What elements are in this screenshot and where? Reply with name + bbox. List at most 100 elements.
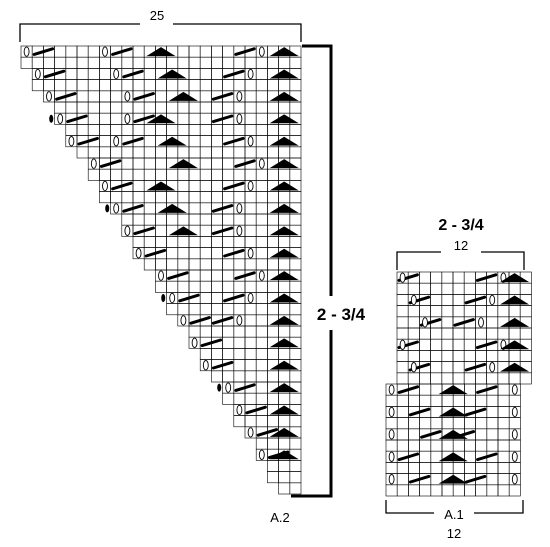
- grid-cell: [155, 101, 167, 114]
- grid-cell: [278, 280, 291, 293]
- grid-cell: [54, 56, 67, 69]
- grid-cell: [267, 213, 279, 226]
- grid-cell: [441, 417, 454, 430]
- grid-cell: [497, 473, 510, 486]
- grid-cell: [222, 392, 235, 405]
- grid-cell: [244, 348, 257, 360]
- k2tog-icon: [43, 69, 66, 79]
- grid-cell: [199, 90, 212, 103]
- grid-cell: [441, 394, 454, 407]
- yarn-over-icon: [247, 180, 254, 192]
- grid-cell: [199, 45, 212, 58]
- grid-cell: [211, 180, 223, 192]
- yarn-over-icon: [113, 136, 120, 147]
- grid-cell: [486, 428, 499, 441]
- double-decrease-triangle-icon: [146, 114, 176, 124]
- grid-cell: [289, 471, 302, 484]
- grid-cell: [99, 101, 111, 114]
- grid-cell: [199, 191, 212, 204]
- yarn-over-icon: [236, 404, 243, 416]
- grid-cell: [233, 359, 246, 372]
- yarn-over-icon: [46, 91, 52, 102]
- k2tog-icon: [211, 92, 234, 101]
- grid-cell: [430, 439, 443, 452]
- grid-cell: [267, 101, 279, 114]
- grid-cell: [233, 348, 246, 360]
- grid-cell: [132, 124, 145, 136]
- grid-cell: [255, 258, 268, 271]
- grid-cell: [155, 56, 167, 69]
- grid-cell: [396, 462, 409, 474]
- grid-cell: [143, 191, 156, 204]
- double-decrease-triangle-icon: [269, 181, 299, 191]
- grid-cell: [497, 372, 510, 385]
- k2tog-icon: [133, 226, 155, 236]
- grid-cell: [143, 79, 156, 92]
- grid-cell: [244, 236, 257, 248]
- double-decrease-triangle-icon: [146, 181, 176, 191]
- grid-cell: [430, 327, 443, 340]
- grid-cell: [199, 224, 212, 237]
- chart-a1: 2 - 3/4 12 A.1 12: [385, 217, 532, 541]
- grid-cell: [255, 191, 268, 204]
- yarn-over-icon: [90, 158, 97, 169]
- grid-cell: [244, 370, 257, 383]
- grid-cell: [464, 462, 476, 474]
- chart-a2-grid: [20, 45, 302, 495]
- grid-cell: [166, 280, 179, 293]
- grid-cell: [199, 79, 212, 92]
- grid-cell: [166, 247, 179, 260]
- double-decrease-triangle-icon: [269, 271, 299, 281]
- grid-cell: [419, 271, 431, 284]
- grid-cell: [143, 168, 156, 181]
- grid-cell: [132, 79, 145, 92]
- grid-cell: [441, 271, 454, 284]
- grid-cell: [244, 213, 257, 226]
- grid-cell: [255, 303, 268, 316]
- grid-cell: [211, 79, 223, 92]
- grid-cell: [463, 305, 476, 318]
- grid-cell: [289, 348, 302, 360]
- grid-cell: [110, 124, 123, 136]
- grid-cell: [244, 191, 257, 204]
- grid-cell: [255, 348, 268, 360]
- grid-cell: [132, 213, 145, 226]
- yarn-over-icon: [102, 46, 108, 57]
- grid-cell: [121, 157, 134, 170]
- grid-cell: [121, 213, 134, 226]
- grid-cell: [233, 415, 246, 428]
- grid-cell: [166, 168, 179, 181]
- chart-a2-stitch-count: 25: [150, 8, 164, 23]
- grid-cell: [519, 350, 532, 362]
- grid-cell: [166, 146, 179, 159]
- grid-cell: [385, 462, 398, 474]
- grid-cell: [87, 90, 100, 103]
- grid-cell: [289, 146, 302, 159]
- grid-cell: [255, 392, 268, 405]
- grid-cell: [188, 236, 201, 248]
- grid-cell: [497, 462, 510, 474]
- grid-cell: [211, 101, 223, 114]
- grid-cell: [289, 437, 302, 450]
- grid-cell: [396, 406, 409, 418]
- k2tog-icon: [464, 295, 487, 305]
- grid-cell: [43, 56, 55, 69]
- grid-cell: [278, 258, 291, 271]
- grid-cell: [177, 191, 190, 204]
- yarn-over-icon: [247, 248, 254, 259]
- grid-cell: [87, 168, 100, 181]
- yarn-over-icon: [169, 292, 176, 304]
- size-label-mask: [306, 296, 376, 330]
- yarn-over-icon: [410, 294, 417, 306]
- double-decrease-triangle-icon: [438, 385, 468, 395]
- grid-cell: [278, 236, 291, 248]
- grid-cell: [278, 415, 291, 428]
- grid-cell: [497, 439, 510, 452]
- grid-cell: [419, 450, 432, 463]
- grid-cell: [289, 258, 302, 271]
- yarn-over-icon: [247, 136, 254, 147]
- k2tog-icon: [476, 385, 498, 394]
- yarn-over-icon: [388, 474, 395, 485]
- grid-cell: [211, 45, 223, 58]
- yarn-over-icon: [422, 317, 428, 328]
